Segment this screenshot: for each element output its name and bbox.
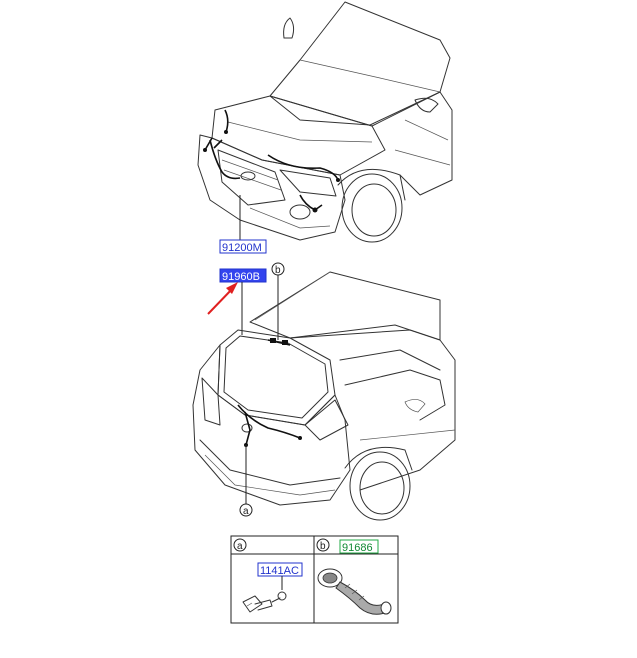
front-vehicle-drawing bbox=[197, 1, 453, 243]
detail-table: a 1141AC b 91686 bbox=[230, 535, 399, 624]
tailgate-harness-callout[interactable]: 91960B bbox=[219, 268, 267, 283]
rear-vehicle-drawing bbox=[192, 271, 456, 521]
pointer-arrow bbox=[207, 282, 238, 315]
detail-b-marker: b bbox=[320, 541, 326, 552]
detail-cell-a[interactable]: a 1141AC bbox=[233, 538, 303, 613]
front-harness-part-number: 91200M bbox=[222, 242, 262, 254]
marker-b-letter: b bbox=[275, 265, 281, 276]
detail-a-marker: a bbox=[237, 541, 243, 552]
marker-a-letter: a bbox=[243, 506, 249, 517]
marker-b[interactable]: b bbox=[271, 262, 285, 276]
tailgate-harness-part-number: 91960B bbox=[222, 271, 260, 283]
clip-part-icon bbox=[242, 591, 287, 613]
marker-a[interactable]: a bbox=[239, 503, 253, 517]
front-harness-callout[interactable]: 91200M bbox=[219, 239, 267, 254]
detail-a-part-number: 1141AC bbox=[260, 565, 299, 577]
detail-b-part-number: 91686 bbox=[342, 542, 373, 554]
detail-cell-b[interactable]: b 91686 bbox=[316, 538, 392, 615]
grommet-part-icon bbox=[317, 568, 392, 615]
